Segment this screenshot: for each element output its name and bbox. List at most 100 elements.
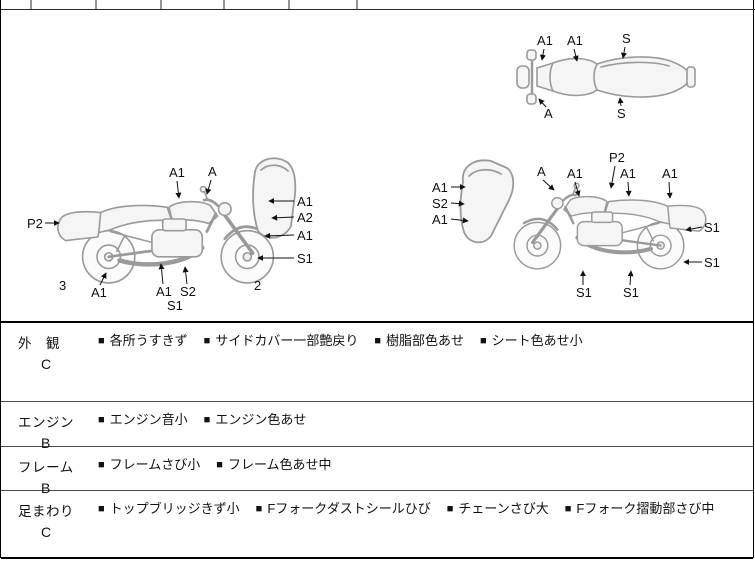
annotation-arrow bbox=[685, 226, 703, 232]
top-view-drawing bbox=[516, 49, 696, 105]
annotation-label: A1 bbox=[620, 166, 636, 181]
annotation-arrow bbox=[617, 97, 624, 107]
annotation-arrow bbox=[666, 181, 673, 199]
bullet-icon: ■ bbox=[98, 459, 105, 471]
annotation-label: A1 bbox=[432, 180, 448, 195]
bullet-icon: ■ bbox=[98, 503, 105, 515]
condition-item: ■ フレーム色あせ中 bbox=[216, 457, 331, 474]
condition-item: ■ サイドカバー一部艶戻り bbox=[204, 333, 359, 350]
condition-text: フレームさび小 bbox=[109, 457, 201, 472]
grade-value: C bbox=[41, 524, 52, 540]
annotation-label: S1 bbox=[167, 298, 183, 313]
bullet-icon: ■ bbox=[564, 503, 572, 515]
condition-item: ■ 樹脂部色あせ bbox=[374, 333, 464, 350]
condition-text: エンジン色あせ bbox=[215, 412, 307, 427]
annotation-label: A1 bbox=[567, 33, 583, 48]
condition-item: ■トップブリッジきず小 bbox=[98, 501, 240, 518]
condition-items: ■各所うすきず■サイドカバー一部艶戻り■樹脂部色あせ■シート色あせ小 bbox=[98, 323, 753, 401]
condition-items: ■トップブリッジきず小■Fフォークダストシールひび■チェーンさび大■Fフォーク摺… bbox=[98, 491, 753, 557]
grade-value: B bbox=[41, 480, 51, 496]
annotation-label: S1 bbox=[623, 285, 639, 300]
annotation-label: S1 bbox=[297, 251, 313, 266]
grade-value: B bbox=[41, 435, 51, 451]
condition-text: 各所うすきず bbox=[109, 333, 188, 348]
annotation-label: 2 bbox=[254, 278, 261, 293]
right-view-cowl-part bbox=[459, 159, 515, 244]
annotation-label: A1 bbox=[297, 194, 313, 209]
grade-table: 外 観 C ■ 各所うすきず ■ サイドカバー一部艶戻り ■ 樹脂部色あせ ■ シート色あせ小エン… bbox=[1, 321, 753, 559]
condition-text: エンジン音小 bbox=[109, 412, 188, 427]
condition-item: ■ シート色あせ小 bbox=[480, 333, 583, 350]
annotation-arrow bbox=[539, 48, 546, 61]
annotation-label: A bbox=[544, 106, 553, 121]
category-label: フレーム bbox=[18, 460, 74, 475]
bullet-icon: ■ bbox=[98, 414, 105, 426]
bullet-icon: ■ bbox=[480, 335, 487, 347]
annotation-label: P2 bbox=[27, 216, 43, 231]
bullet-icon: ■ bbox=[203, 414, 211, 426]
category-label: 外 観 bbox=[18, 336, 60, 351]
annotation-arrow bbox=[205, 179, 212, 195]
annotation-arrow bbox=[175, 180, 182, 199]
annotation-label: A bbox=[208, 164, 217, 179]
annotation-arrow bbox=[271, 214, 295, 221]
annotation-arrow bbox=[608, 165, 616, 189]
bullet-icon: ■ bbox=[374, 335, 381, 347]
condition-items: ■ フレームさび小 ■ フレーム色あせ中 bbox=[98, 447, 753, 490]
annotation-arrow bbox=[627, 270, 634, 286]
bullet-icon: ■ bbox=[216, 459, 223, 471]
annotation-label: S bbox=[617, 106, 626, 121]
grade-value: C bbox=[41, 356, 52, 372]
annotation-arrow bbox=[450, 200, 465, 207]
annotation-label: P2 bbox=[609, 150, 625, 165]
annotation-arrow bbox=[625, 181, 632, 197]
annotation-arrow bbox=[572, 48, 579, 62]
condition-text: サイドカバー一部艶戻り bbox=[215, 333, 359, 348]
annotation-label: A1 bbox=[91, 285, 107, 300]
condition-text: フレーム色あせ中 bbox=[227, 457, 332, 472]
annotation-label: A1 bbox=[297, 228, 313, 243]
condition-text: チェーンさび大 bbox=[458, 501, 549, 516]
annotation-label: A1 bbox=[169, 165, 185, 180]
top-table-grid bbox=[1, 0, 755, 10]
annotation-label: A1 bbox=[432, 212, 448, 227]
bullet-icon: ■ bbox=[255, 503, 263, 515]
annotation-label: A1 bbox=[662, 166, 678, 181]
annotation-arrow bbox=[620, 46, 627, 59]
table-row: フレーム B ■ フレームさび小 ■ フレーム色あせ中 bbox=[1, 447, 753, 496]
annotation-label: S1 bbox=[704, 255, 720, 270]
condition-text: Fフォークダストシールひび bbox=[267, 501, 431, 516]
annotation-label: A2 bbox=[297, 210, 313, 225]
annotation-arrow bbox=[542, 179, 555, 191]
category-cell: 外 観 C bbox=[1, 323, 98, 401]
condition-item: ■ Fフォークダストシールひび bbox=[256, 501, 431, 518]
condition-text: Fフォーク摺動部さび中 bbox=[576, 501, 715, 516]
bullet-icon: ■ bbox=[203, 335, 211, 347]
annotation-label: S2 bbox=[432, 196, 448, 211]
condition-item: ■ Fフォーク摺動部さび中 bbox=[565, 501, 715, 518]
annotation-label: S2 bbox=[180, 284, 196, 299]
annotation-arrow bbox=[158, 263, 165, 285]
annotation-label: S1 bbox=[704, 220, 720, 235]
annotation-label: 3 bbox=[59, 278, 66, 293]
condition-item: ■ エンジン色あせ bbox=[204, 412, 307, 429]
category-cell: フレーム B bbox=[1, 447, 98, 496]
annotation-label: S bbox=[622, 31, 631, 46]
condition-item: ■ フレームさび小 bbox=[98, 457, 200, 474]
right-side-view-drawing bbox=[514, 183, 706, 269]
annotation-arrow bbox=[99, 272, 107, 286]
condition-item: ■チェーンさび大 bbox=[447, 501, 549, 518]
left-side-view-drawing bbox=[58, 187, 274, 283]
annotation-arrow bbox=[574, 181, 581, 197]
condition-text: 樹脂部色あせ bbox=[386, 333, 465, 348]
annotation-arrow bbox=[538, 98, 547, 108]
condition-text: シート色あせ小 bbox=[491, 333, 583, 348]
